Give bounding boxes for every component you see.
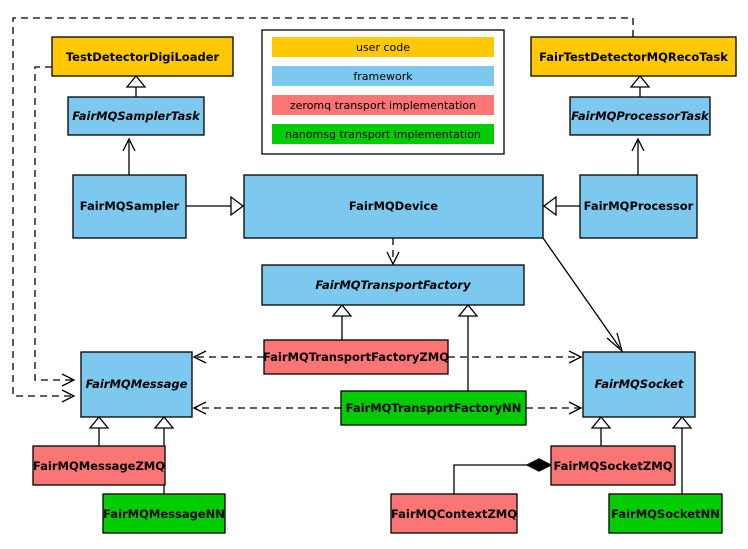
edge-samplertask-inherit-digiloader bbox=[125, 74, 147, 97]
node-fairmqcontextzmq[interactable]: FairMQContextZMQ bbox=[390, 493, 518, 534]
legend-item-label: user code bbox=[356, 41, 410, 54]
node-label: FairMQProcessorTask bbox=[571, 109, 710, 123]
node-box[interactable] bbox=[579, 174, 698, 239]
legend-item-label: zeromq transport implementation bbox=[290, 99, 476, 112]
edge-processor-to-processortask bbox=[631, 137, 645, 175]
edge-tfzmq-inherit-tf bbox=[331, 303, 353, 340]
node-box[interactable] bbox=[67, 96, 205, 136]
legend-swatch bbox=[272, 37, 494, 57]
edge-messagezmq-inherit-message bbox=[88, 415, 110, 446]
node-box[interactable] bbox=[550, 445, 676, 486]
node-fairmqsocket[interactable]: FairMQSocket bbox=[582, 351, 696, 418]
node-fairmqtransportfactoryzmq[interactable]: FairMQTransportFactoryZMQ bbox=[263, 339, 449, 375]
node-fairmqmessagezmq[interactable]: FairMQMessageZMQ bbox=[32, 445, 166, 486]
edge-recotask-to-message bbox=[12, 17, 634, 403]
node-box[interactable] bbox=[261, 264, 525, 306]
node-box[interactable] bbox=[72, 174, 187, 239]
node-label: FairMQSocket bbox=[595, 377, 684, 391]
node-box[interactable] bbox=[243, 174, 544, 239]
node-box[interactable] bbox=[569, 96, 711, 136]
node-box[interactable] bbox=[80, 351, 193, 418]
legend-swatch bbox=[272, 66, 494, 86]
node-label: FairMQSocketNN bbox=[611, 507, 720, 521]
node-box[interactable] bbox=[390, 493, 518, 534]
legend-item-nanomsg: nanomsg transport implementation bbox=[272, 124, 494, 144]
node-label: FairMQContextZMQ bbox=[391, 507, 517, 521]
node-label: FairMQProcessor bbox=[584, 199, 694, 213]
node-fairmqtransportfactory[interactable]: FairMQTransportFactory bbox=[261, 264, 525, 306]
node-layer: TestDetectorDigiLoader FairTestDetectorM… bbox=[32, 36, 737, 534]
edge-socketzmq-inherit-socket bbox=[590, 415, 612, 446]
node-label: FairMQDevice bbox=[349, 199, 438, 213]
edge-socketnn-inherit-socket bbox=[671, 415, 693, 494]
node-label: FairMQSocketZMQ bbox=[554, 459, 673, 473]
edge-device-to-transportfactory bbox=[386, 238, 400, 266]
node-fairmqtransportfactorynn[interactable]: FairMQTransportFactoryNN bbox=[340, 390, 527, 426]
node-fairmqmessage[interactable]: FairMQMessage bbox=[80, 351, 193, 418]
edge-processor-inherit-device bbox=[542, 195, 580, 217]
edge-socketzmq-composes-contextzmq bbox=[453, 458, 553, 494]
legend-swatch bbox=[272, 124, 494, 144]
node-fairmqsocketzmq[interactable]: FairMQSocketZMQ bbox=[550, 445, 676, 486]
node-box[interactable] bbox=[51, 36, 234, 77]
node-box[interactable] bbox=[32, 445, 166, 486]
node-label: FairMQTransportFactoryNN bbox=[346, 401, 522, 415]
edge-tfnn-to-socket bbox=[526, 401, 583, 415]
edge-sampler-inherit-device bbox=[186, 195, 245, 217]
node-fairmqsocketnn[interactable]: FairMQSocketNN bbox=[608, 493, 723, 534]
node-label: FairTestDetectorMQRecoTask bbox=[539, 50, 728, 64]
node-box[interactable] bbox=[340, 390, 527, 426]
node-box[interactable] bbox=[608, 493, 723, 534]
node-box[interactable] bbox=[263, 339, 449, 375]
node-fairmqprocessor[interactable]: FairMQProcessor bbox=[579, 174, 698, 239]
edge-processortask-inherit-recotask bbox=[629, 74, 651, 97]
edge-sampler-to-samplertask bbox=[122, 137, 136, 175]
node-box[interactable] bbox=[102, 493, 226, 534]
legend-swatch bbox=[272, 95, 494, 115]
edge-tfnn-inherit-tf bbox=[457, 303, 479, 391]
node-label: FairMQMessageNN bbox=[103, 507, 225, 521]
node-label: TestDetectorDigiLoader bbox=[66, 50, 220, 64]
node-label: FairMQSamplerTask bbox=[72, 109, 201, 123]
node-fairmqdevice[interactable]: FairMQDevice bbox=[243, 174, 544, 239]
node-fairmqsampler[interactable]: FairMQSampler bbox=[72, 174, 187, 239]
edge-tfzmq-to-socket bbox=[448, 350, 583, 364]
edge-device-to-socket bbox=[542, 237, 624, 353]
legend-item-label: nanomsg transport implementation bbox=[285, 128, 481, 141]
node-fairtestdetectormqrecotask[interactable]: FairTestDetectorMQRecoTask bbox=[530, 36, 737, 77]
node-label: FairMQMessage bbox=[86, 377, 188, 391]
legend-item-framework: framework bbox=[272, 66, 494, 86]
node-fairmqprocessortask[interactable]: FairMQProcessorTask bbox=[569, 96, 711, 136]
edge-digiloader-to-message bbox=[34, 66, 76, 387]
node-label: FairMQTransportFactory bbox=[315, 278, 471, 292]
node-label: FairMQMessageZMQ bbox=[33, 459, 165, 473]
node-label: FairMQSampler bbox=[80, 199, 180, 213]
edge-tfzmq-to-message bbox=[192, 350, 264, 364]
edge-tfnn-to-message bbox=[192, 401, 341, 415]
node-fairmqmessagenn[interactable]: FairMQMessageNN bbox=[102, 493, 226, 534]
node-label: FairMQTransportFactoryZMQ bbox=[263, 350, 449, 364]
legend-item-zeromq: zeromq transport implementation bbox=[272, 95, 494, 115]
node-testdetectordigiloader[interactable]: TestDetectorDigiLoader bbox=[51, 36, 234, 77]
legend: user code framework zeromq transport imp… bbox=[261, 29, 505, 155]
node-fairmqsamplertask[interactable]: FairMQSamplerTask bbox=[67, 96, 205, 136]
node-box[interactable] bbox=[530, 36, 737, 77]
node-box[interactable] bbox=[582, 351, 696, 418]
legend-item-user-code: user code bbox=[272, 37, 494, 57]
legend-item-label: framework bbox=[353, 70, 413, 83]
